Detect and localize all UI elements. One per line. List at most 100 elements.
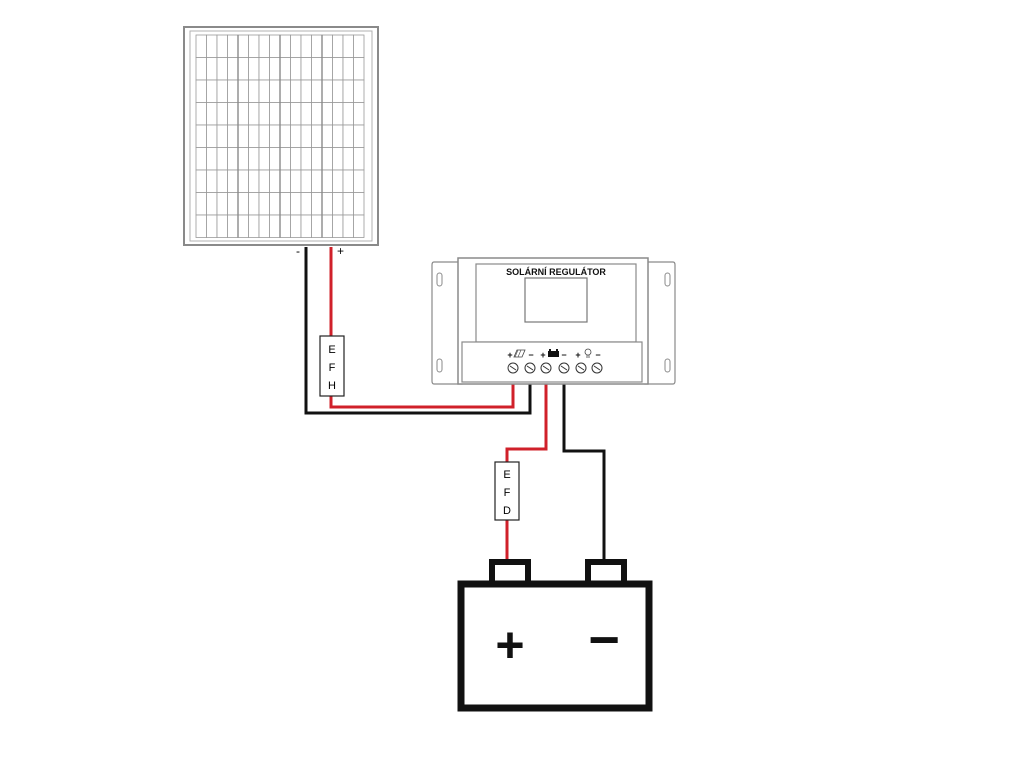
terminal-screw-slot [593, 365, 601, 371]
panel-cell-grid [195, 34, 365, 238]
panel-cell [248, 169, 260, 193]
panel-cell [195, 34, 207, 58]
regulator-title: SOLÁRNÍ REGULÁTOR [506, 267, 606, 277]
panel-cell [279, 57, 291, 81]
panel-cell [258, 192, 270, 216]
panel-cell [195, 169, 207, 193]
panel-cell [237, 124, 249, 148]
terminal-screw-slot [577, 365, 585, 371]
panel-cell [206, 169, 218, 193]
panel-cell [227, 124, 239, 148]
panel-cell [332, 147, 344, 171]
panel-cell [300, 192, 312, 216]
panel-cell [332, 124, 344, 148]
fuse-panel-letter: E [328, 344, 335, 356]
panel-cell [321, 102, 333, 126]
regulator-display [524, 277, 588, 323]
light-bulb-icon [584, 348, 592, 358]
panel-cell [290, 57, 302, 81]
panel-cell [206, 79, 218, 103]
panel-cell [279, 214, 291, 238]
panel-cell [237, 147, 249, 171]
panel-cell [195, 147, 207, 171]
panel-cell [342, 192, 354, 216]
panel-cell [279, 147, 291, 171]
panel-cell [332, 102, 344, 126]
mount-hole [664, 358, 671, 373]
panel-cell [216, 169, 228, 193]
battery-plus-label: + [540, 350, 545, 360]
panel-cell [216, 147, 228, 171]
panel-cell [258, 57, 270, 81]
panel-cell [353, 57, 365, 81]
panel-cell [195, 214, 207, 238]
panel-cell [258, 169, 270, 193]
panel-cell [216, 124, 228, 148]
panel-cell [216, 57, 228, 81]
panel-cell [195, 102, 207, 126]
fuse-battery-letter: E [503, 469, 510, 481]
panel-cell [353, 147, 365, 171]
panel-cell [342, 102, 354, 126]
panel-cell [206, 57, 218, 81]
panel-cell [237, 169, 249, 193]
solar-plus-label: + [507, 350, 512, 360]
battery-minus-symbol: − [588, 610, 620, 670]
panel-cell [248, 79, 260, 103]
panel-cell [237, 102, 249, 126]
panel-cell [311, 214, 323, 238]
panel-cell [332, 192, 344, 216]
panel-cell [227, 192, 239, 216]
panel-cell [227, 79, 239, 103]
panel-cell [311, 79, 323, 103]
panel-cell [332, 169, 344, 193]
panel-cell [237, 214, 249, 238]
panel-cell [332, 214, 344, 238]
panel-cell [206, 34, 218, 58]
panel-cell [311, 57, 323, 81]
panel-cell [290, 192, 302, 216]
panel-cell [300, 34, 312, 58]
panel-cell [216, 79, 228, 103]
panel-cell [353, 192, 365, 216]
solar-minus-label: − [528, 350, 533, 360]
panel-cell [300, 214, 312, 238]
fuse-battery-letter: F [504, 487, 511, 499]
panel-cell [195, 192, 207, 216]
fuse-panel-letter: F [329, 362, 336, 374]
panel-cell [342, 169, 354, 193]
panel-cell [279, 192, 291, 216]
panel-cell [311, 34, 323, 58]
panel-cell [258, 34, 270, 58]
panel-cell [269, 169, 281, 193]
panel-cell [227, 34, 239, 58]
panel-cell [279, 169, 291, 193]
panel-cell [300, 79, 312, 103]
panel-cell [353, 79, 365, 103]
panel-cell [342, 34, 354, 58]
battery-minus-label: − [561, 350, 566, 360]
panel-cell [195, 124, 207, 148]
panel-cell [311, 102, 323, 126]
panel-negative-wire [304, 247, 532, 415]
panel-cell [269, 34, 281, 58]
panel-cell [227, 102, 239, 126]
panel-cell [311, 169, 323, 193]
panel-cell [248, 102, 260, 126]
panel-cell [290, 102, 302, 126]
load-minus-label: − [595, 350, 600, 360]
panel-cell [258, 124, 270, 148]
panel-cell [195, 79, 207, 103]
panel-cell [269, 147, 281, 171]
panel-cell [290, 147, 302, 171]
panel-cell [227, 147, 239, 171]
panel-cell [300, 169, 312, 193]
fuse-panel: E F H [319, 335, 345, 397]
panel-cell [195, 57, 207, 81]
terminal-screw-slot [509, 365, 517, 371]
terminal-screw-slot [526, 365, 534, 371]
solar-panel-icon [513, 349, 526, 358]
panel-cell [269, 102, 281, 126]
fuse-battery-letter: D [503, 505, 511, 517]
panel-cell [300, 57, 312, 81]
